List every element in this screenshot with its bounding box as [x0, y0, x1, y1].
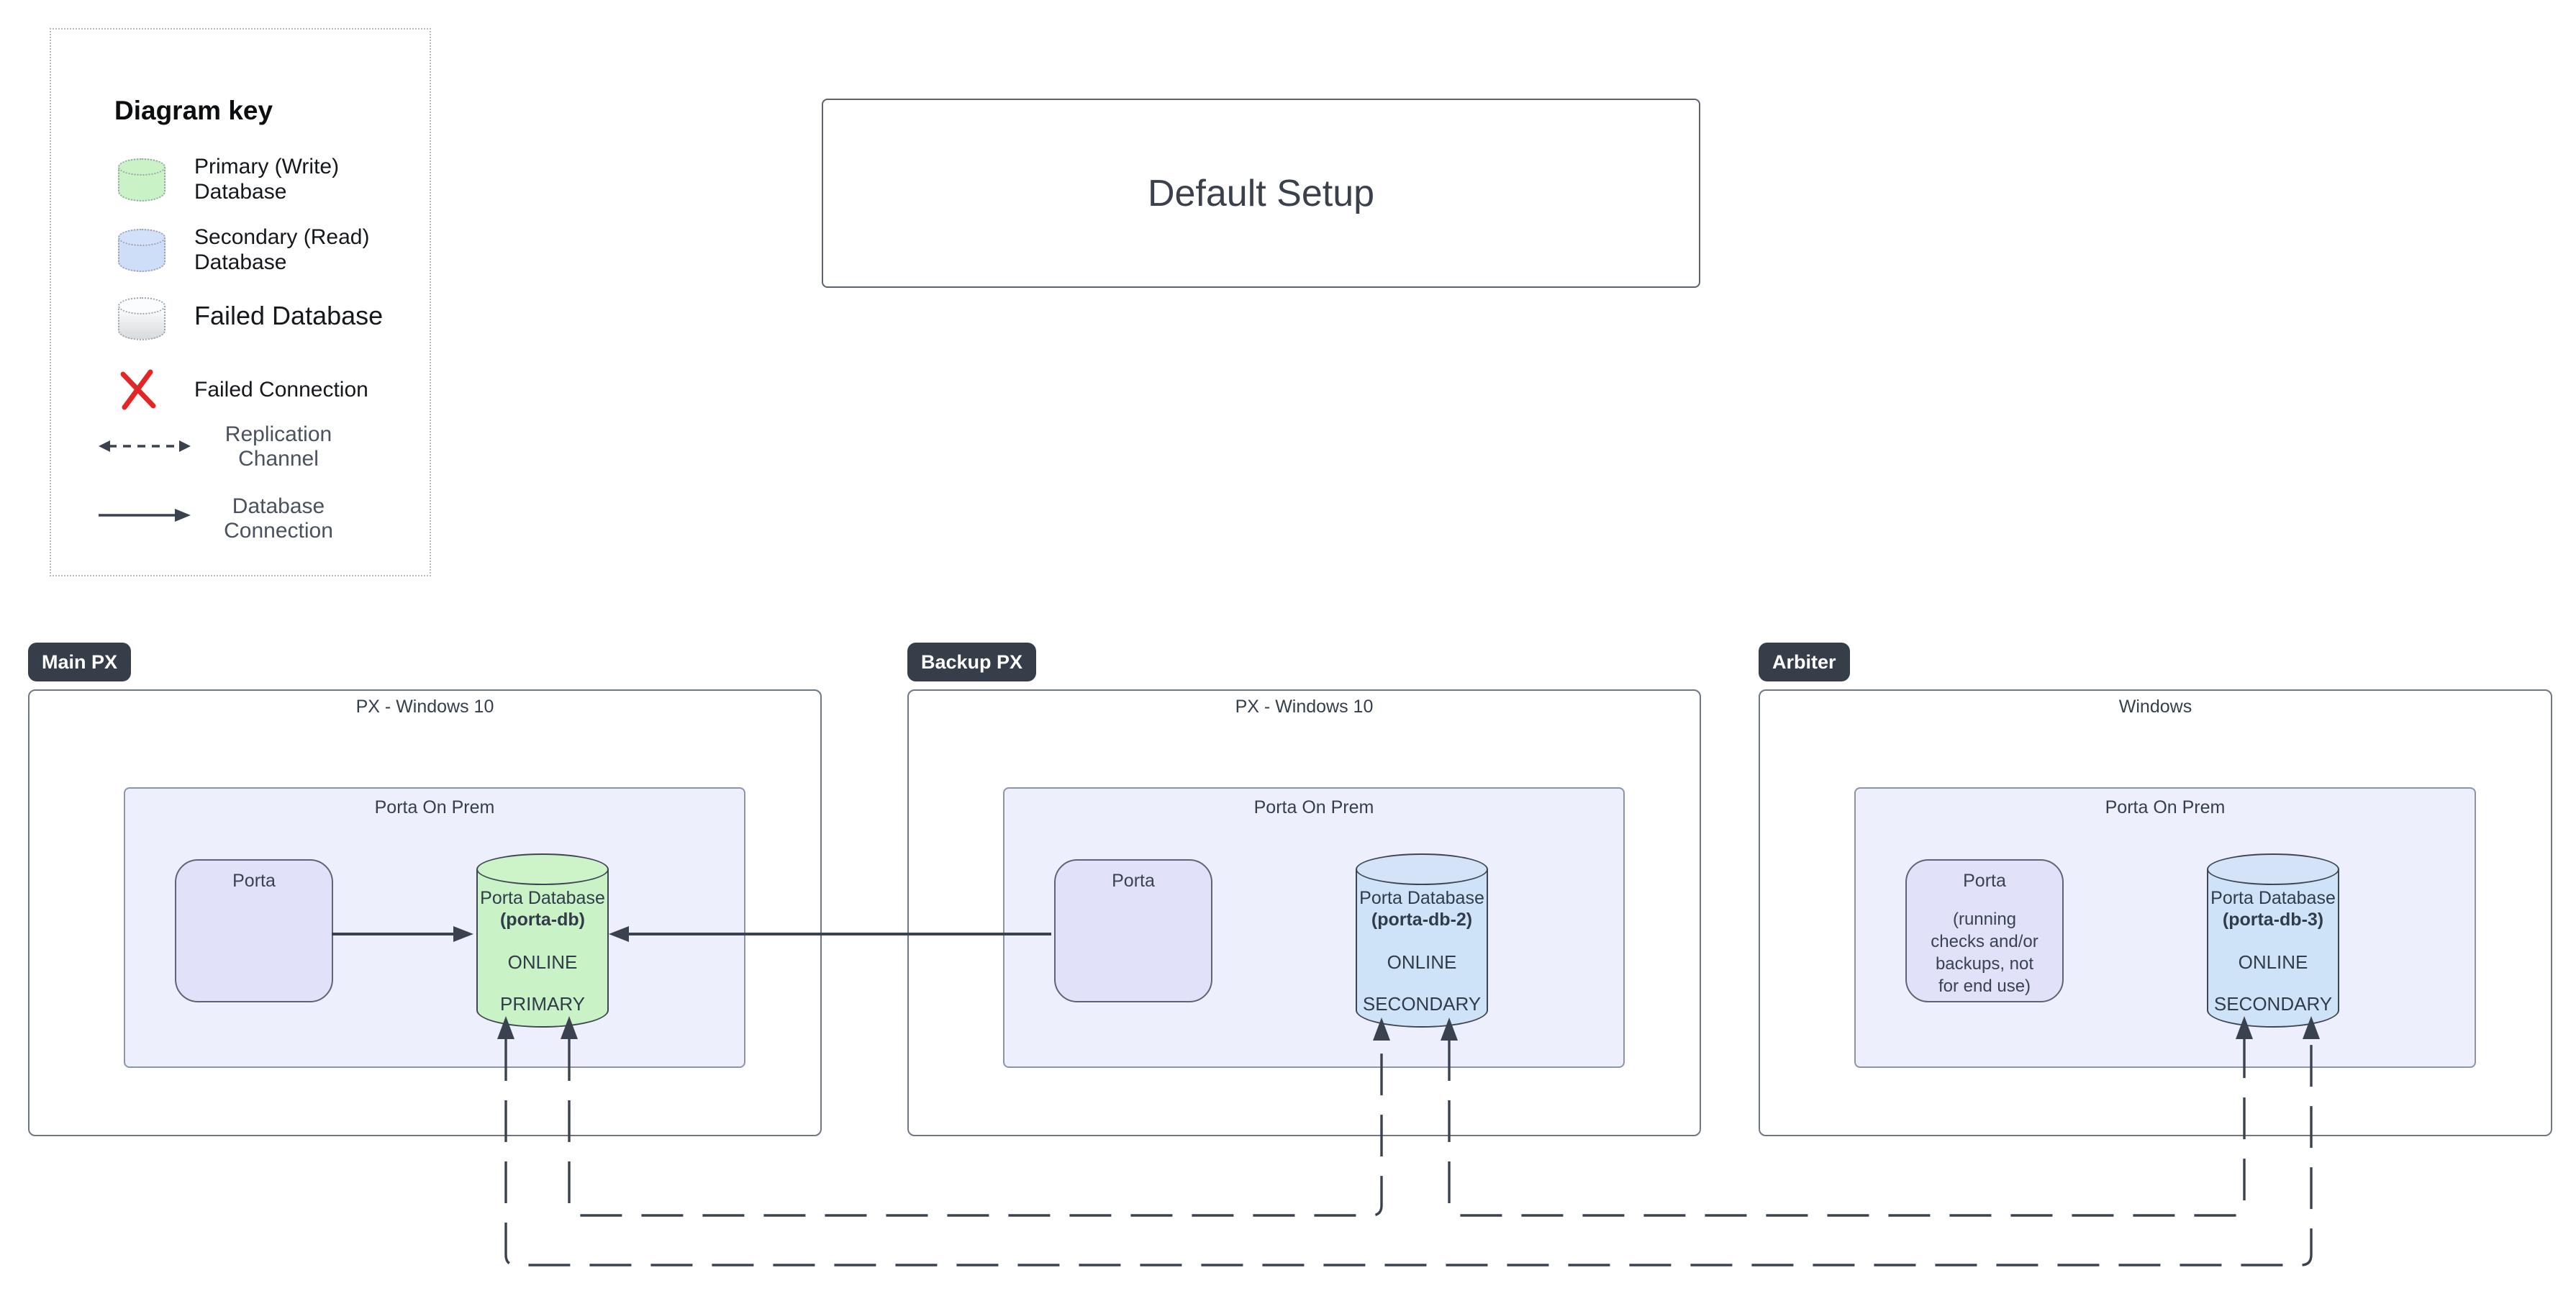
- cylinder-body: [2207, 869, 2339, 1028]
- key-label-secondary: Secondary (Read) Database: [194, 225, 370, 274]
- cylinder-body: [1356, 869, 1488, 1028]
- host-os-label: PX - Windows 10: [355, 697, 494, 717]
- secondary-database-cylinder-icon: [118, 229, 165, 272]
- replication-channel-arrow-icon: [97, 436, 192, 460]
- porta-app-label: Porta: [232, 871, 276, 891]
- db-name: Porta Database: [480, 888, 605, 908]
- key-label-failed-database: Failed Database: [194, 301, 384, 330]
- db-role: SECONDARY: [2213, 993, 2333, 1015]
- porta-on-prem-label: Porta On Prem: [2105, 797, 2226, 817]
- host-box-arbiter: Windows Porta On Prem Porta (running che…: [1759, 689, 2552, 1136]
- porta-app-box-main: Porta: [175, 859, 333, 1002]
- db-name: Porta Database: [1359, 888, 1484, 908]
- title-box: Default Setup: [822, 99, 1700, 288]
- database-connection-arrow-icon: [97, 505, 192, 529]
- host-box-backup: PX - Windows 10 Porta On Prem Porta Port…: [907, 689, 1701, 1136]
- key-label-database-connection: Database Connection: [224, 494, 333, 543]
- cylinder-top: [476, 853, 609, 885]
- cylinder-top: [118, 297, 165, 314]
- porta-on-prem-box-main: Porta On Prem Porta Porta Database (port…: [124, 787, 745, 1068]
- host-box-main: PX - Windows 10 Porta On Prem Porta Port…: [28, 689, 822, 1136]
- section-badge-arbiter: Arbiter: [1759, 643, 1850, 681]
- key-label-failed-connection: Failed Connection: [194, 378, 368, 402]
- db-status: ONLINE: [1387, 951, 1457, 973]
- primary-database-cylinder-icon: [118, 158, 165, 201]
- database-cylinder-porta-db-2: Porta Database (porta-db-2) ONLINE SECON…: [1356, 853, 1488, 1028]
- diagram-title: Default Setup: [1147, 172, 1375, 214]
- key-label-replication-channel: Replication Channel: [225, 422, 332, 471]
- porta-on-prem-box-backup: Porta On Prem Porta Porta Database (port…: [1003, 787, 1625, 1068]
- section-backup-px: Backup PX PX - Windows 10 Porta On Prem …: [907, 643, 1701, 1146]
- database-cylinder-porta-db: Porta Database (porta-db) ONLINE PRIMARY: [476, 853, 609, 1028]
- porta-on-prem-label: Porta On Prem: [1253, 797, 1374, 817]
- failed-database-cylinder-icon: [118, 297, 165, 340]
- db-id: (porta-db-2): [1371, 910, 1473, 930]
- porta-app-label: Porta: [1963, 871, 2006, 891]
- key-label-primary: Primary (Write) Database: [194, 155, 340, 204]
- diagram-key-panel: Diagram key Primary (Write) Database Sec…: [50, 28, 431, 576]
- host-os-label: PX - Windows 10: [1235, 697, 1374, 717]
- porta-app-note: (running checks and/or backups, not for …: [1931, 910, 2038, 996]
- cylinder-top: [2207, 853, 2339, 885]
- porta-on-prem-label: Porta On Prem: [374, 797, 495, 817]
- failed-connection-x-icon: [118, 368, 158, 414]
- porta-on-prem-box-arbiter: Porta On Prem Porta (running checks and/…: [1854, 787, 2476, 1068]
- db-role: SECONDARY: [1362, 993, 1482, 1015]
- cylinder-top: [118, 229, 165, 246]
- db-id: (porta-db-3): [2222, 910, 2324, 930]
- cylinder-top: [118, 158, 165, 176]
- section-main-px: Main PX PX - Windows 10 Porta On Prem Po…: [28, 643, 822, 1146]
- db-role: PRIMARY: [500, 993, 585, 1015]
- section-arbiter: Arbiter Windows Porta On Prem Porta (run…: [1759, 643, 2552, 1146]
- db-status: ONLINE: [507, 951, 578, 973]
- db-status: ONLINE: [2238, 951, 2308, 973]
- database-cylinder-porta-db-3: Porta Database (porta-db-3) ONLINE SECON…: [2207, 853, 2339, 1028]
- section-badge-backup-px: Backup PX: [907, 643, 1037, 681]
- porta-app-box-arbiter: Porta (running checks and/or backups, no…: [1905, 859, 2064, 1002]
- section-badge-main-px: Main PX: [28, 643, 132, 681]
- diagram-key-title: Diagram key: [114, 96, 273, 125]
- host-os-label: Windows: [2118, 697, 2192, 717]
- cylinder-top: [1356, 853, 1488, 885]
- cylinder-body: [476, 869, 609, 1028]
- db-id: (porta-db): [499, 910, 586, 930]
- porta-app-box-backup: Porta: [1054, 859, 1212, 1002]
- porta-app-label: Porta: [1112, 871, 1155, 891]
- db-name: Porta Database: [2210, 888, 2336, 908]
